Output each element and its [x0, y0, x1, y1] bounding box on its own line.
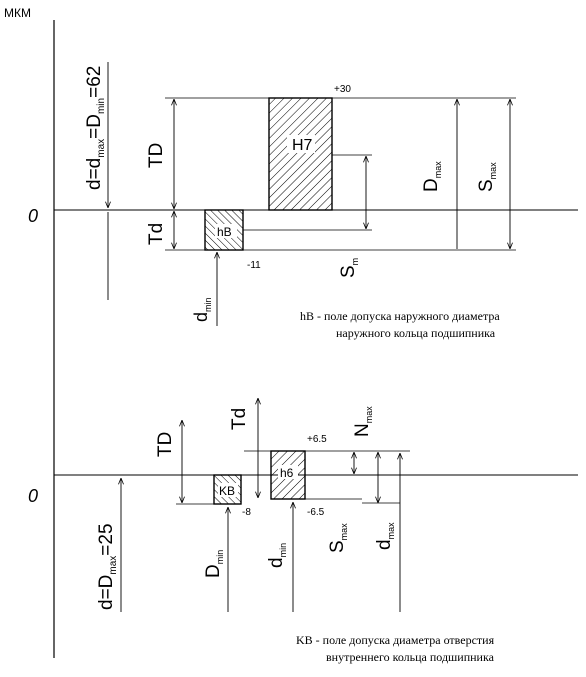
- bottom-note: KB - поле допуска диаметра отверстия вну…: [296, 632, 494, 666]
- svg-text:dmin: dmin: [191, 297, 213, 322]
- bottom-lower-deviation-2: -6.5: [307, 507, 325, 518]
- svg-text:Smax: Smax: [327, 523, 349, 553]
- bottom-dmax-label: dmax: [374, 522, 396, 550]
- top-Td-label: Td: [146, 223, 167, 245]
- bottom-lower-deviation-1: -8: [242, 507, 251, 518]
- top-shaft-field-label: hB: [217, 225, 232, 239]
- top-note-line1: hB - поле допуска наружного диаметра: [300, 309, 500, 323]
- bottom-zero-label: 0: [28, 486, 38, 506]
- svg-text:dmin: dmin: [266, 543, 288, 568]
- svg-text:d=dmax=Dmin=62: d=dmax=Dmin=62: [84, 66, 107, 190]
- top-lower-deviation: -11: [247, 260, 261, 271]
- top-Dmax-label: Dmax: [421, 161, 443, 192]
- top-hole-field-label: H7: [292, 137, 313, 154]
- bottom-Td-label: Td: [229, 408, 250, 430]
- bottom-Nmax-label: Nmax: [352, 406, 374, 437]
- svg-text:d=Dmax=25: d=Dmax=25: [96, 523, 119, 610]
- top-hole-field-H7: [268, 97, 333, 211]
- top-dmin-label: dmin: [191, 297, 213, 322]
- top-upper-deviation: +30: [334, 84, 351, 95]
- bottom-upper-deviation: +6.5: [307, 434, 327, 445]
- bottom-Dmin-label: Dmin: [203, 550, 225, 578]
- top-note-line2: наружного кольца подшипника: [336, 326, 496, 340]
- bottom-hole-field-label: KB: [219, 484, 235, 498]
- top-Smax-label: Smax: [476, 162, 498, 192]
- bottom-diameter-label: d=Dmax=25: [96, 523, 119, 610]
- top-diameter-label: d=dmax=Dmin=62: [84, 66, 107, 190]
- top-note: hB - поле допуска наружного диаметра нар…: [300, 308, 500, 342]
- bottom-shaft-field-h6: [270, 450, 306, 500]
- svg-text:Dmax: Dmax: [421, 161, 443, 192]
- top-zero-label: 0: [28, 206, 38, 226]
- svg-text:Smax: Smax: [476, 162, 498, 192]
- svg-text:Sm: Sm: [338, 258, 360, 278]
- bottom-dmin-label: dmin: [266, 543, 288, 568]
- unit-label: МКМ: [4, 6, 31, 20]
- top-Smin-label: Sm: [338, 258, 360, 278]
- bottom-shaft-field-label: h6: [280, 466, 294, 480]
- bottom-note-line1: KB - поле допуска диаметра отверстия: [296, 633, 495, 647]
- svg-text:Nmax: Nmax: [352, 406, 374, 437]
- bottom-note-line2: внутреннего кольца подшипника: [326, 650, 494, 664]
- svg-text:Dmin: Dmin: [203, 550, 225, 578]
- bottom-Smax-label: Smax: [327, 523, 349, 553]
- bottom-TD-label: TD: [155, 432, 176, 457]
- svg-text:dmax: dmax: [374, 522, 396, 550]
- top-TD-label: TD: [146, 143, 167, 168]
